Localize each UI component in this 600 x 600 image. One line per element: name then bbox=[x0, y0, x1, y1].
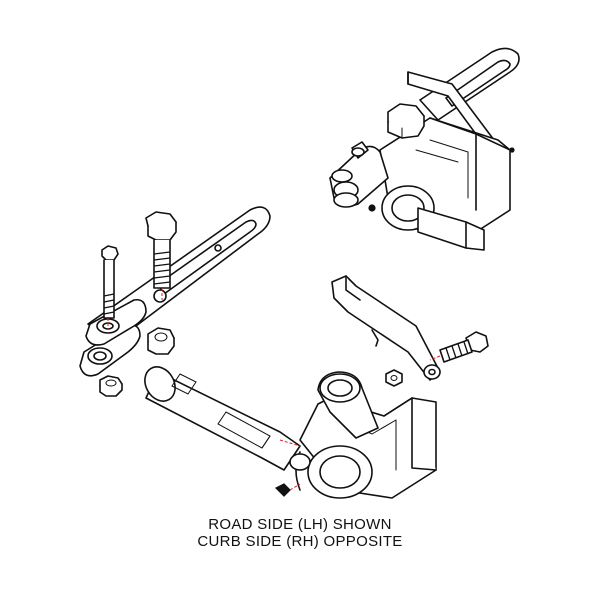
arm-clevis-lower bbox=[79, 324, 141, 377]
exploded-pivot-group bbox=[274, 275, 489, 499]
angled-bracket bbox=[331, 275, 441, 381]
hex-bolt-small bbox=[101, 245, 119, 330]
assembled-unit bbox=[329, 47, 520, 251]
assembled-pivot-boss bbox=[368, 147, 515, 251]
round-shaft bbox=[144, 366, 301, 471]
bore-boss bbox=[289, 445, 373, 499]
caption-line-2: CURB SIDE (RH) OPPOSITE bbox=[197, 533, 403, 550]
assembled-clevis bbox=[329, 141, 389, 208]
set-screw bbox=[274, 483, 301, 497]
diagram-caption: ROAD SIDE (LH) SHOWN CURB SIDE (RH) OPPO… bbox=[0, 516, 600, 550]
assembled-slotted-arm bbox=[419, 47, 520, 121]
hex-nut-small bbox=[99, 375, 123, 397]
assembled-hex-nut bbox=[387, 103, 425, 139]
exploded-slotted-arm-group bbox=[79, 206, 271, 397]
caption-line-1: ROAD SIDE (LH) SHOWN bbox=[208, 516, 392, 533]
hex-bolt-large bbox=[145, 211, 177, 300]
housing-ear bbox=[317, 371, 379, 439]
bracket-bolt bbox=[429, 331, 489, 363]
bracket-nut bbox=[385, 369, 403, 387]
hex-nut-medium bbox=[147, 327, 175, 355]
